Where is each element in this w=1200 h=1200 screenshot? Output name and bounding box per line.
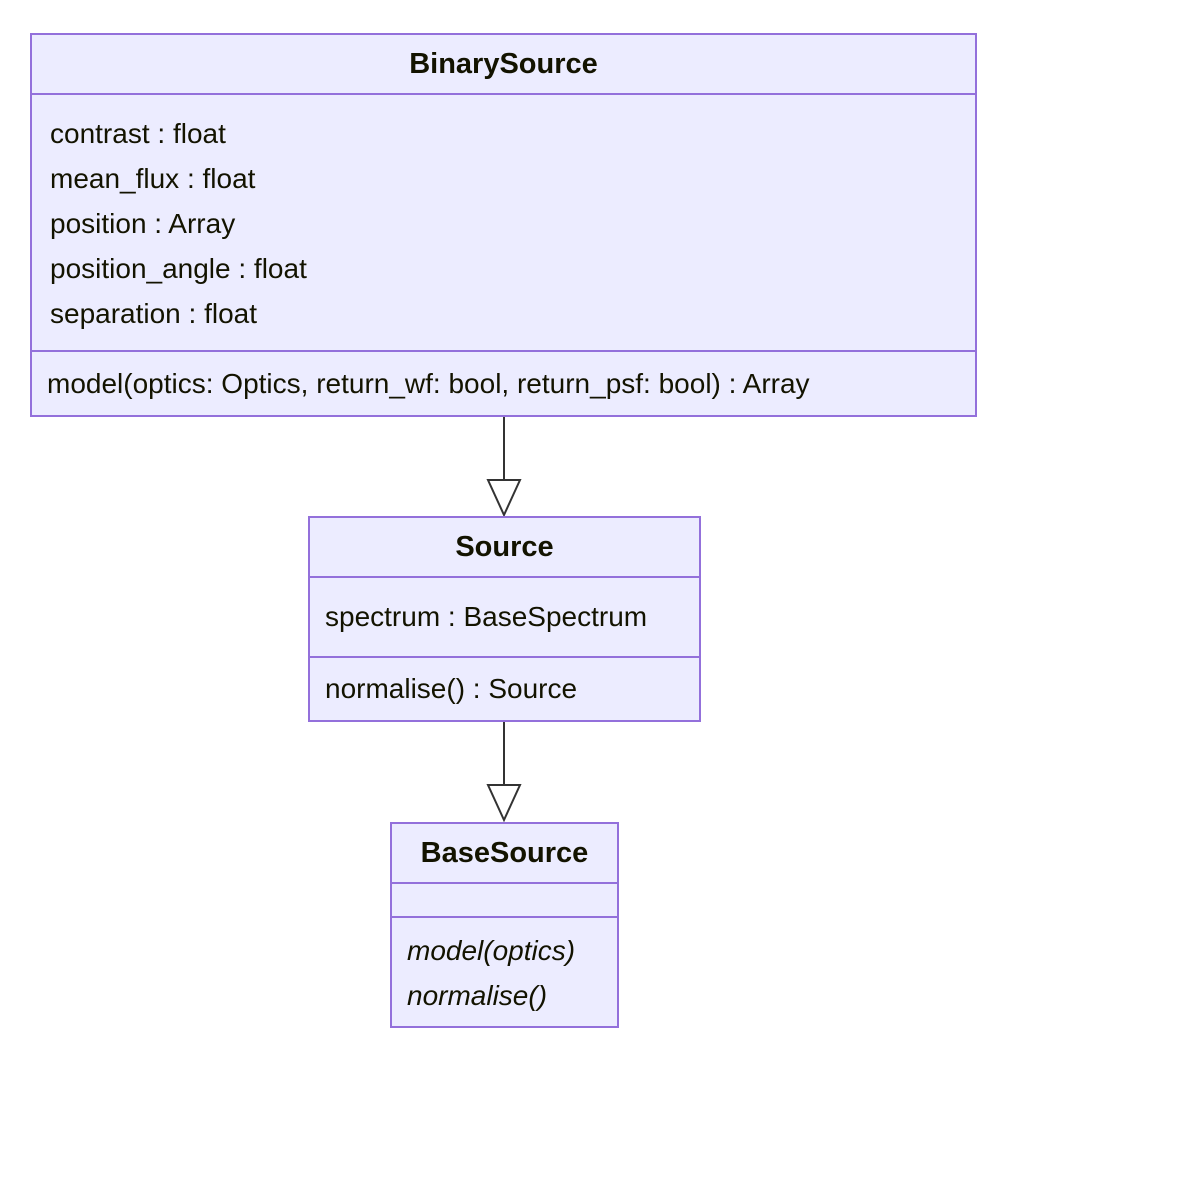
inheritance-triangle-icon	[486, 479, 522, 518]
attribute-row: contrast : float	[50, 118, 226, 149]
edge-binarysource-to-source	[486, 417, 522, 518]
attributes-section: spectrum : BaseSpectrum	[310, 576, 699, 656]
attribute-row: separation : float	[50, 298, 258, 329]
method-row: model(optics: Optics, return_wf: bool, r…	[47, 367, 810, 399]
attribute-row: mean_flux : float	[50, 163, 256, 194]
class-name: BinarySource	[409, 47, 598, 80]
class-box-basesource: BaseSource model(optics) normalise()	[390, 822, 619, 1028]
method-row: normalise()	[407, 980, 548, 1011]
attribute-row: position_angle : float	[50, 253, 307, 284]
attributes-section: contrast : float mean_flux : float posit…	[32, 93, 975, 350]
class-box-binarysource: BinarySource contrast : float mean_flux …	[30, 33, 977, 417]
attribute-row: spectrum : BaseSpectrum	[325, 601, 648, 633]
edge-source-to-basesource	[486, 722, 522, 823]
attributes-section-empty	[392, 882, 617, 916]
inheritance-triangle-icon	[486, 784, 522, 823]
methods-section: model(optics) normalise()	[392, 916, 617, 1026]
method-row: normalise() : Source	[325, 673, 578, 705]
class-name: BaseSource	[420, 836, 589, 869]
class-name: Source	[455, 530, 554, 563]
attribute-row: position : Array	[50, 208, 236, 239]
method-row: model(optics)	[407, 935, 576, 966]
methods-section: model(optics: Optics, return_wf: bool, r…	[32, 350, 975, 415]
methods-section: normalise() : Source	[310, 656, 699, 720]
class-box-source: Source spectrum : BaseSpectrum normalise…	[308, 516, 701, 722]
